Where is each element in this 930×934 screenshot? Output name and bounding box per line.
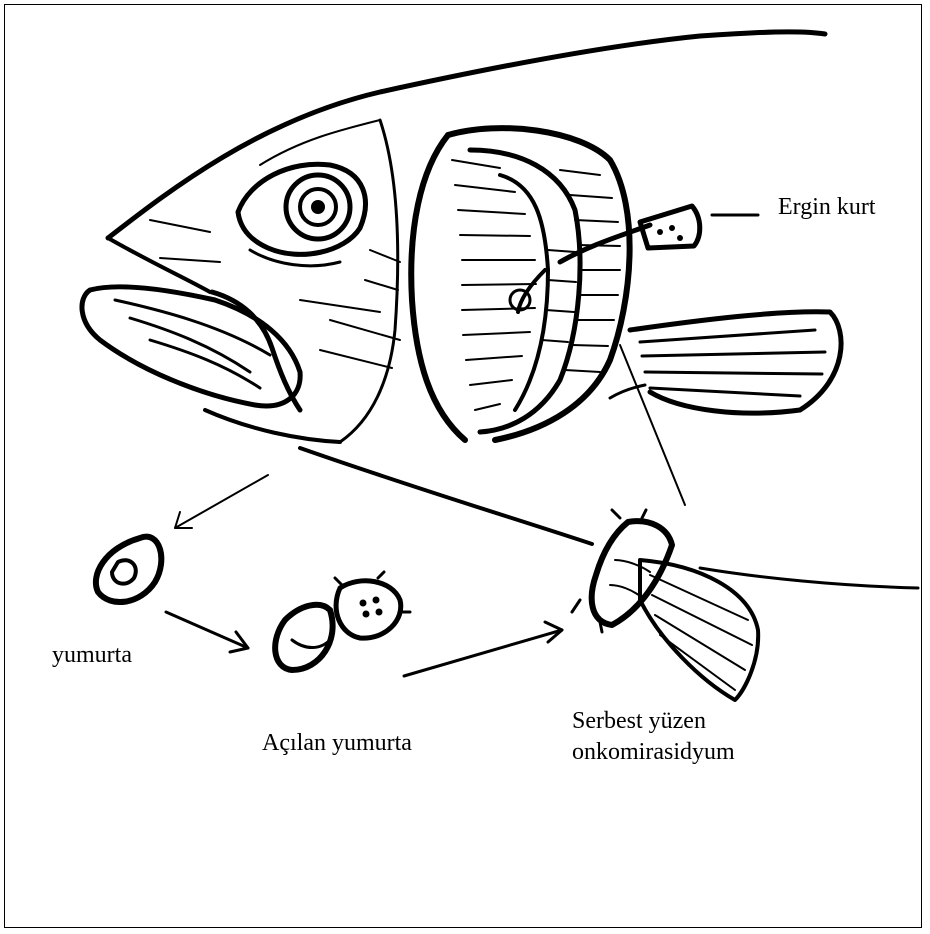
arrow-egg-to-hatched [166,612,248,652]
fish-operculum [150,120,465,442]
free-swimming-label-line2: onkomirasidyum [572,737,735,768]
larva-pointer-line [620,345,685,505]
hatched-egg-label: Açılan yumurta [262,728,412,759]
free-swimming-label-line1: Serbest yüzen [572,706,735,737]
arrow-hatched-to-larva [404,622,562,676]
hatched-egg-drawing [275,572,410,670]
fish-mouth [82,287,340,442]
fish-eye [238,164,365,266]
free-swimming-larva-label: Serbest yüzen onkomirasidyum [572,706,735,768]
adult-worm-label: Ergin kurt [778,192,876,223]
fish-gill-arches [448,128,630,440]
free-swimming-larva [572,510,672,632]
arrow-fish-to-egg [175,475,268,528]
fish-pectoral-fin [610,312,841,413]
egg-drawing [96,537,161,602]
egg-label: yumurta [52,640,132,671]
